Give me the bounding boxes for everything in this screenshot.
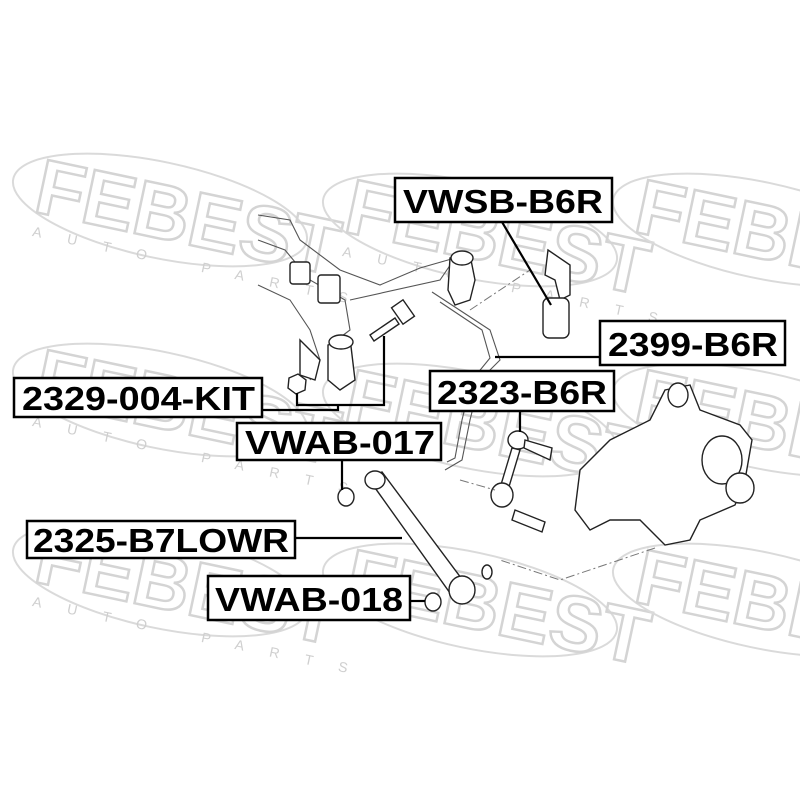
part-number: VWAB-017 xyxy=(245,424,435,461)
subframe-drawing xyxy=(257,214,476,391)
part-label-2325-b7lowr[interactable]: 2325-B7LOWR xyxy=(25,519,297,560)
part-label-2323-b6r[interactable]: 2323-B6R xyxy=(428,369,616,413)
part-label-vwab-018[interactable]: VWAB-018 xyxy=(206,574,412,622)
part-number: 2325-B7LOWR xyxy=(33,522,289,559)
part-number: VWSB-B6R xyxy=(403,183,603,220)
part-label-vwsb-b6r[interactable]: VWSB-B6R xyxy=(393,176,614,224)
wheel-knuckle-drawing xyxy=(499,382,755,581)
lower-arm-drawing xyxy=(337,470,493,612)
camber-bolt-drawing xyxy=(287,298,416,395)
part-number: VWAB-018 xyxy=(215,581,403,618)
part-label-2399-b6r[interactable]: 2399-B6R xyxy=(598,319,787,367)
part-label-vwab-017[interactable]: VWAB-017 xyxy=(235,421,443,462)
stabilizer-link-drawing xyxy=(459,430,553,533)
stabilizer-bushing-drawing xyxy=(542,248,571,339)
part-number: 2329-004-KIT xyxy=(22,380,255,417)
leader-lines xyxy=(262,221,600,603)
part-label-2329-004-kit[interactable]: 2329-004-KIT xyxy=(12,376,264,419)
part-number: 2399-B6R xyxy=(608,326,778,363)
part-number: 2323-B6R xyxy=(437,374,607,411)
